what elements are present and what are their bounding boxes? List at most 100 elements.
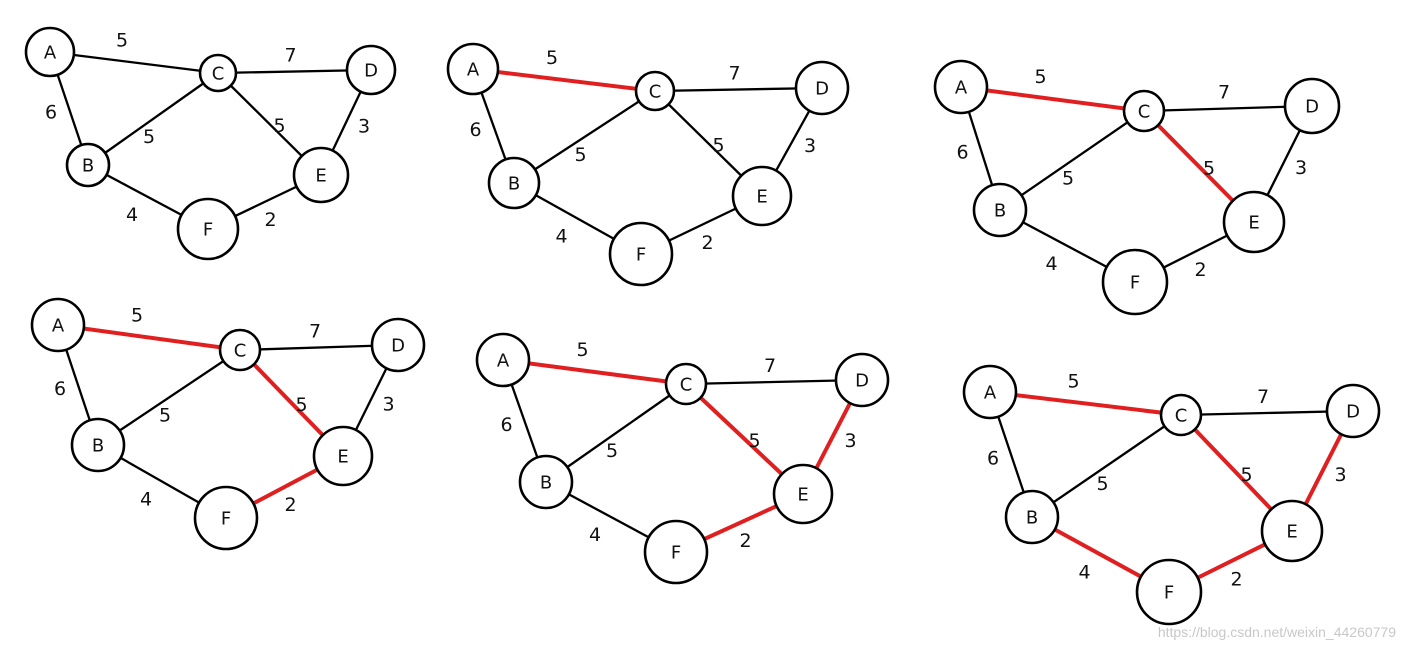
- edge-bc: [512, 89, 657, 185]
- node-circle: [193, 485, 259, 551]
- node-d: D: [794, 60, 850, 116]
- node-e: E: [772, 463, 834, 525]
- edge-weight-ab: 6: [500, 414, 512, 436]
- node-circle: [731, 165, 793, 227]
- node-circle: [1004, 489, 1060, 545]
- edge-ac-selected: [988, 390, 1183, 417]
- edge-weight-de: 3: [1295, 157, 1307, 179]
- node-label: B: [92, 436, 104, 457]
- node-f: F: [643, 519, 709, 585]
- edge-weight-ef: 2: [284, 494, 296, 516]
- node-a: A: [475, 332, 531, 388]
- node-e: E: [1222, 190, 1286, 254]
- edge-weight-bc: 5: [606, 440, 618, 462]
- node-label: D: [815, 79, 829, 100]
- node-circle: [1325, 383, 1381, 439]
- edge-ac: [48, 50, 220, 75]
- edge-weight-de: 3: [382, 394, 394, 416]
- node-circle: [370, 317, 426, 373]
- node-b: B: [65, 142, 111, 188]
- node-c: C: [218, 328, 262, 372]
- edge-weight-ab: 6: [469, 119, 481, 141]
- edge-weight-ac: 5: [1034, 66, 1046, 88]
- edge-weight-bc: 5: [1062, 168, 1074, 190]
- edge-weight-cd: 7: [1218, 82, 1230, 104]
- node-label: D: [364, 61, 378, 82]
- node-circle: [972, 182, 1028, 238]
- node-circle: [1222, 190, 1286, 254]
- node-label: C: [649, 82, 662, 103]
- edge-bc: [1030, 413, 1183, 519]
- node-circle: [962, 364, 1018, 420]
- node-c: C: [1159, 393, 1203, 437]
- node-label: E: [756, 187, 767, 208]
- node-a: A: [30, 297, 86, 353]
- node-circle: [198, 53, 238, 93]
- node-b: B: [972, 182, 1028, 238]
- node-circle: [834, 352, 890, 408]
- node-b: B: [70, 417, 126, 473]
- node-f: F: [193, 485, 259, 551]
- node-e: E: [1260, 499, 1324, 563]
- node-label: F: [671, 543, 681, 564]
- node-circle: [643, 519, 709, 585]
- edge-weight-ef: 2: [1194, 259, 1206, 281]
- edge-weight-bc: 5: [143, 126, 155, 148]
- node-label: F: [1164, 583, 1174, 604]
- edge-weight-bf: 4: [555, 226, 567, 248]
- node-circle: [608, 221, 674, 287]
- edge-weight-bf: 4: [589, 524, 601, 546]
- edge-weight-ef: 2: [739, 530, 751, 552]
- edge-weight-cd: 7: [309, 321, 321, 343]
- node-label: F: [636, 245, 646, 266]
- edge-weight-cd: 7: [764, 355, 776, 377]
- node-c: C: [664, 362, 708, 406]
- edge-weight-de: 3: [358, 116, 370, 138]
- edge-ac-selected: [471, 67, 657, 93]
- node-circle: [312, 425, 374, 487]
- node-label: A: [52, 316, 65, 337]
- edge-weight-ef: 2: [264, 209, 276, 231]
- node-f: F: [1101, 248, 1169, 316]
- node-circle: [70, 417, 126, 473]
- edge-weight-bc: 5: [1096, 473, 1108, 495]
- edge-bc: [96, 348, 242, 447]
- node-label: B: [82, 156, 94, 177]
- node-label: F: [1130, 273, 1140, 294]
- node-label: B: [508, 174, 520, 195]
- node-circle: [24, 26, 76, 78]
- node-label: D: [1346, 402, 1360, 423]
- node-d: D: [1283, 77, 1341, 135]
- node-b: B: [518, 454, 574, 510]
- node-circle: [1260, 499, 1324, 563]
- edge-weight-ef: 2: [1230, 569, 1242, 591]
- node-circle: [772, 463, 834, 525]
- node-label: E: [337, 447, 348, 468]
- node-circle: [1135, 558, 1203, 626]
- node-circle: [345, 44, 397, 96]
- node-e: E: [292, 146, 350, 204]
- node-a: A: [24, 26, 76, 78]
- node-label: A: [467, 60, 480, 81]
- edge-weight-ce: 5: [273, 115, 285, 137]
- node-label: D: [855, 371, 869, 392]
- edge-bc: [998, 109, 1146, 212]
- node-label: B: [540, 473, 552, 494]
- node-a: A: [962, 364, 1018, 420]
- edge-cd: [1179, 409, 1355, 417]
- edge-bc: [544, 382, 688, 484]
- edge-cd: [216, 68, 373, 75]
- edge-weight-de: 3: [1334, 464, 1346, 486]
- node-d: D: [1325, 383, 1381, 439]
- node-label: A: [497, 351, 510, 372]
- edge-weight-ce: 5: [712, 135, 724, 157]
- node-c: C: [1122, 89, 1166, 133]
- node-circle: [794, 60, 850, 116]
- edge-weight-bf: 4: [126, 204, 138, 226]
- edge-weight-ac: 5: [131, 305, 143, 327]
- node-circle: [176, 197, 240, 261]
- node-circle: [487, 156, 541, 210]
- node-label: C: [1138, 102, 1151, 123]
